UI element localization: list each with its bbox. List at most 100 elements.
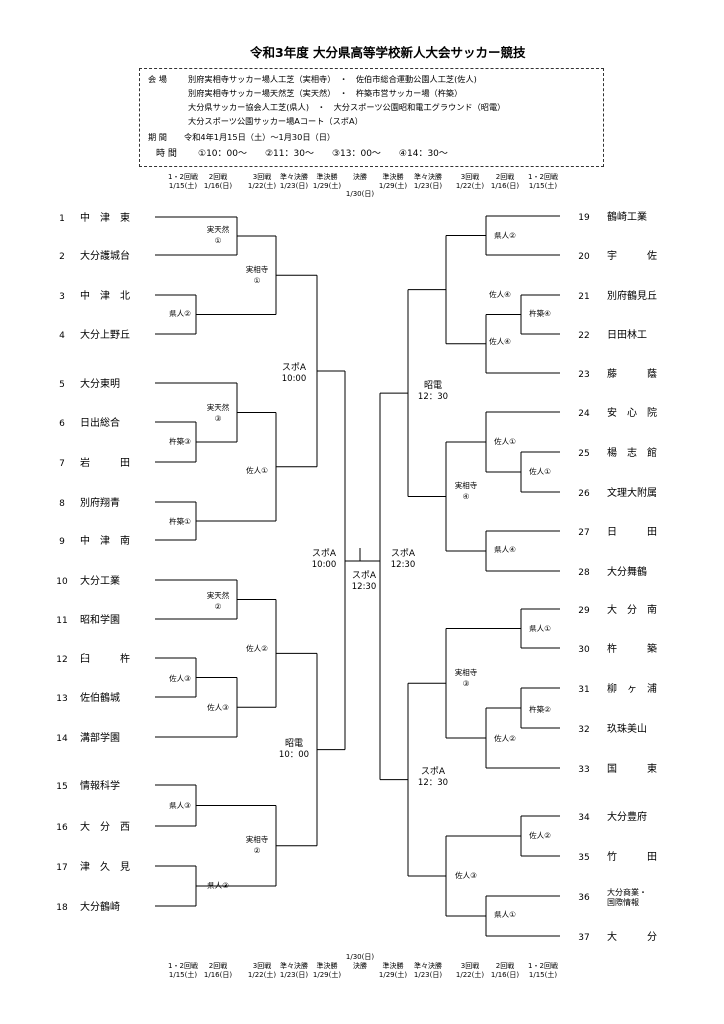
- team-number-right: 33: [578, 765, 589, 775]
- venue-label: 佐人②: [529, 830, 551, 840]
- team-name-left: 中 津 東: [80, 211, 130, 224]
- venue-label: 12:30: [352, 582, 377, 592]
- venue-label: 佐人③: [207, 702, 229, 712]
- team-name-left: 昭和学園: [80, 613, 120, 626]
- round-date: 1/16(日): [490, 970, 520, 979]
- team-name-left: 大分東明: [80, 377, 120, 390]
- venue-label: 佐人②: [246, 643, 268, 653]
- team-number-right: 30: [578, 645, 590, 655]
- venue-label: 佐人③: [455, 870, 477, 880]
- round-date: 1/15(土): [528, 970, 558, 979]
- team-name-left: 溝部学園: [80, 731, 120, 744]
- team-number-left: 8: [59, 499, 65, 509]
- team-name-right: 大分商業・: [607, 887, 647, 897]
- team-name-left: 中 津 北: [80, 289, 130, 302]
- venue-label: 会 場: [148, 74, 167, 84]
- team-number-right: 29: [578, 606, 590, 616]
- team-name-left: 別府翔青: [80, 496, 120, 509]
- venue-label: 県人①: [529, 624, 551, 633]
- team-name-right: 藤 蔭: [607, 368, 657, 380]
- team-name-right: 竹 田: [607, 850, 657, 863]
- round-date: 1/15(土): [168, 181, 198, 190]
- team-number-left: 15: [56, 782, 67, 792]
- team-number-right: 35: [578, 853, 589, 863]
- venue-label: 10:00: [282, 374, 307, 384]
- venue-label: 昭電: [424, 380, 442, 391]
- venue-label: 実天然: [207, 224, 230, 234]
- round-header-cell: 決勝: [338, 962, 382, 971]
- venue-label: 12：30: [418, 778, 448, 788]
- venue-label: 12:30: [391, 560, 416, 570]
- venue-line-1: 別府実相寺サッカー場人工芝（実相寺） ・ 佐伯市総合運動公園人工芝(佐人): [188, 74, 477, 84]
- venue-label: 杵築③: [169, 436, 191, 446]
- round-name: 準決勝: [382, 962, 404, 970]
- venue-label: 実相寺: [246, 834, 269, 844]
- venue-label: スポA: [391, 548, 416, 559]
- round-date: 1/15(土): [168, 970, 198, 979]
- team-name-right: 玖珠美山: [607, 722, 647, 735]
- round-name: 2回戦: [208, 173, 228, 181]
- venue-label: 杵築②: [529, 704, 551, 714]
- team-name-right: 大 分: [607, 930, 657, 943]
- round-name: 準々決勝: [414, 962, 442, 970]
- round-name: 1・2回戦: [168, 173, 198, 181]
- round-name: 準決勝: [316, 173, 338, 181]
- team-name-right: 安 心 院: [607, 406, 657, 419]
- team-number-left: 17: [56, 863, 67, 873]
- period-value: 令和4年1月15日（土）～1月30日（日）: [184, 132, 336, 142]
- team-name-right: 鶴崎工業: [607, 210, 647, 223]
- venue-label: 県人④: [494, 545, 516, 554]
- team-number-left: 3: [59, 292, 65, 302]
- round-name: 3回戦: [460, 173, 480, 181]
- team-number-right: 24: [578, 409, 590, 419]
- venue-label: 12：30: [418, 392, 448, 402]
- round-date: 1/29(土): [312, 181, 342, 190]
- venue-label: 佐人④: [489, 336, 511, 346]
- round-name: 準々決勝: [280, 173, 308, 181]
- round-date: 1/29(土): [378, 181, 408, 190]
- team-name-left: 岩 田: [80, 456, 130, 469]
- team-name-left: 臼 杵: [80, 652, 130, 665]
- team-number-right: 21: [578, 292, 589, 302]
- team-number-right: 27: [578, 528, 589, 538]
- round-name: 1・2回戦: [528, 962, 558, 970]
- team-name-left: 大 分 西: [80, 820, 130, 833]
- team-number-left: 16: [56, 823, 68, 833]
- venue-label: 実相寺: [455, 667, 478, 677]
- round-date: 1/22(土): [247, 181, 277, 190]
- team-name-left: 大分工業: [80, 574, 120, 587]
- round-date: 1/23(日): [279, 970, 309, 979]
- venue-label: ④: [463, 492, 470, 501]
- round-name: 3回戦: [252, 173, 272, 181]
- team-name-right: 大 分 南: [607, 603, 657, 616]
- round-date: 1/15(土): [528, 181, 558, 190]
- team-number-left: 12: [56, 655, 67, 665]
- venue-label: 実天然: [207, 402, 230, 412]
- time-value: ①10：00～ ②11：30～ ③13：00～ ④14：30～: [198, 149, 448, 159]
- venue-label: 佐人①: [494, 436, 516, 446]
- venue-label: 10：00: [279, 750, 309, 760]
- team-number-right: 22: [578, 331, 589, 341]
- venue-label: 佐人②: [494, 733, 516, 743]
- team-name-right: 柳 ヶ 浦: [607, 682, 657, 695]
- team-name-right: 日田林工: [607, 328, 647, 341]
- round-name: 1・2回戦: [168, 962, 198, 970]
- venue-label: スポA: [312, 548, 337, 559]
- team-number-left: 18: [56, 903, 68, 913]
- round-date: 1/22(土): [455, 181, 485, 190]
- round-name: 3回戦: [252, 962, 272, 970]
- time-label: 時 間: [156, 149, 177, 159]
- round-name: 決勝: [353, 962, 367, 970]
- round-name: 準々決勝: [414, 173, 442, 181]
- team-number-right: 36: [578, 893, 590, 903]
- venue-label: 県人③: [169, 801, 191, 810]
